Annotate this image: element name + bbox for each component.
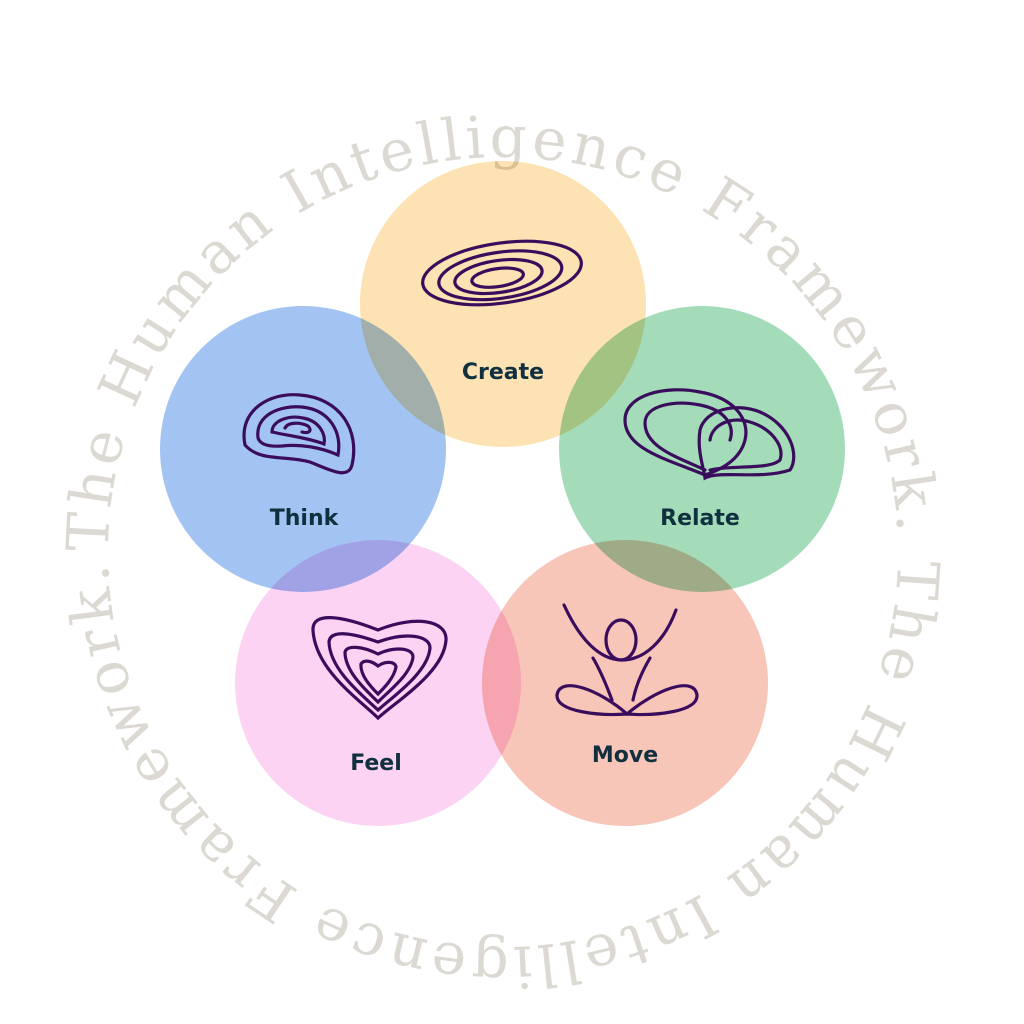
- circle-relate[interactable]: [559, 306, 845, 592]
- label-feel: Feel: [350, 751, 402, 776]
- label-think: Think: [270, 506, 340, 531]
- concentric-hearts-icon: [311, 616, 448, 721]
- label-create: Create: [462, 360, 544, 385]
- circle-move[interactable]: [482, 540, 768, 826]
- label-move: Move: [592, 743, 658, 768]
- meditating-figure-icon: [555, 603, 699, 717]
- brain-spiral-icon: [242, 393, 356, 475]
- label-relate: Relate: [660, 506, 740, 531]
- circle-feel[interactable]: [235, 540, 521, 826]
- linked-hearts-icon: [623, 388, 796, 481]
- circle-think[interactable]: [160, 306, 446, 592]
- concentric-ellipses-icon: [421, 239, 583, 307]
